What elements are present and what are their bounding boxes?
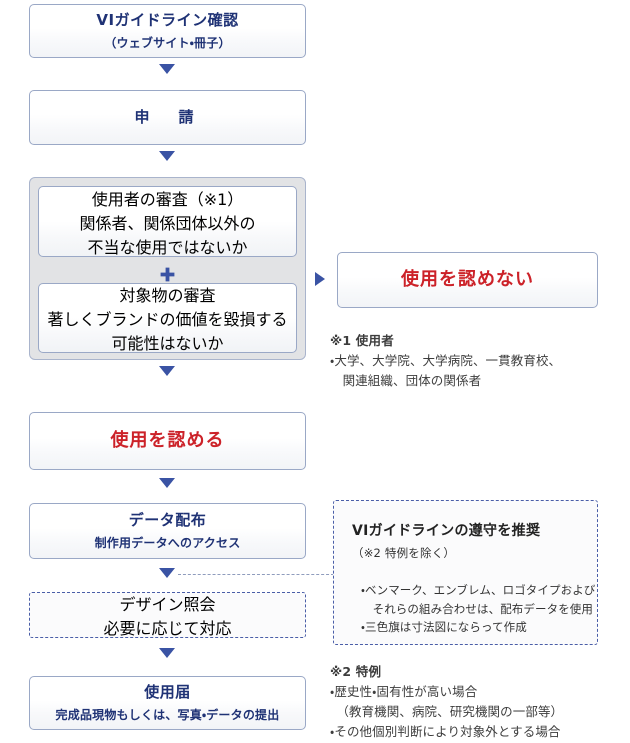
step-approve[interactable]: 使用を認める bbox=[29, 412, 306, 470]
step-vi-guideline-check[interactable]: VIガイドライン確認 （ウェブサイト・冊子） bbox=[29, 4, 306, 58]
plus-icon bbox=[30, 263, 305, 283]
step-title: 使用を認める bbox=[110, 429, 225, 451]
note-1-line: ・大学、大学院、大学病院、一貫教育校、 bbox=[330, 352, 562, 368]
note-2-title: ※2 特例 bbox=[330, 664, 382, 679]
review-object-line2: 可能性はないか bbox=[111, 334, 224, 353]
step-design-review[interactable]: デザイン照会 必要に応じて対応 bbox=[29, 592, 306, 638]
compliance-panel-line: ・ベンマーク、エンブレム、ロゴタイプおよび bbox=[361, 583, 596, 597]
arrow-down-icon bbox=[159, 151, 175, 161]
note-1: ※1 使用者 ・大学、大学院、大学病院、一貫教育校、 関連組織、団体の関係者 bbox=[330, 332, 620, 391]
note-2-line: （教育機関、病院、研究機関の一部等） bbox=[330, 704, 564, 719]
note-2-line: ・その他個別判断により対象外とする場合 bbox=[330, 724, 561, 740]
note-1-title: ※1 使用者 bbox=[330, 333, 394, 348]
step-title: デザイン照会 bbox=[119, 595, 216, 614]
arrow-down-icon bbox=[159, 64, 175, 74]
step-application[interactable]: 申 請 bbox=[29, 90, 306, 145]
dotted-connector bbox=[178, 574, 334, 575]
arrow-down-icon bbox=[159, 568, 175, 578]
step-title: 使用届 bbox=[144, 683, 191, 702]
review-user-title-note: （※1） bbox=[187, 189, 244, 209]
review-user-title-text: 使用者の審査 bbox=[91, 189, 188, 209]
arrow-down-icon bbox=[159, 478, 175, 488]
note-2: ※2 特例 ・歴史性・固有性が高い場合 （教育機関、病院、研究機関の一部等） ・… bbox=[330, 663, 625, 743]
step-subtitle: 制作用データへのアクセス bbox=[94, 535, 241, 550]
review-user-title: 使用者の審査（※1） bbox=[92, 186, 244, 210]
step-title: VIガイドライン確認 bbox=[96, 11, 239, 30]
compliance-panel: VIガイドラインの遵守を推奨 （※2 特例を除く） ・ベンマーク、エンブレム、ロ… bbox=[333, 500, 598, 645]
review-object-line1: 著しくブランドの価値を毀損する bbox=[47, 310, 288, 329]
review-user-line2: 不当な使用ではないか bbox=[87, 237, 248, 257]
arrow-down-icon bbox=[159, 648, 175, 658]
review-object-title: 対象物の審査 bbox=[119, 286, 216, 305]
step-title: データ配布 bbox=[128, 511, 207, 530]
step-subtitle: 完成品現物もしくは、写真・データの提出 bbox=[55, 707, 280, 722]
compliance-panel-subtitle: （※2 特例を除く） bbox=[352, 546, 456, 560]
step-subtitle: （ウェブサイト・冊子） bbox=[104, 35, 231, 50]
step-usage-report[interactable]: 使用届 完成品現物もしくは、写真・データの提出 bbox=[29, 676, 306, 730]
arrow-right-icon bbox=[315, 272, 325, 286]
review-user[interactable]: 使用者の審査（※1） 関係者、関係団体以外の 不当な使用ではないか bbox=[38, 186, 297, 257]
compliance-panel-line: それらの組み合わせは、配布データを使用 bbox=[361, 601, 593, 616]
step-data-distribution[interactable]: データ配布 制作用データへのアクセス bbox=[29, 503, 306, 559]
step-subtitle: 必要に応じて対応 bbox=[103, 619, 232, 638]
review-object[interactable]: 対象物の審査 著しくブランドの価値を毀損する 可能性はないか bbox=[38, 283, 297, 353]
step-title: 申 請 bbox=[134, 108, 201, 127]
note-1-line: 関連組織、団体の関係者 bbox=[330, 373, 482, 388]
review-group: 使用者の審査（※1） 関係者、関係団体以外の 不当な使用ではないか 対象物の審査… bbox=[29, 177, 306, 360]
arrow-down-icon bbox=[159, 366, 175, 376]
note-2-line: ・歴史性・固有性が高い場合 bbox=[330, 683, 478, 699]
compliance-panel-title: VIガイドラインの遵守を推奨 bbox=[352, 523, 541, 539]
review-user-line1: 関係者、関係団体以外の bbox=[79, 213, 256, 233]
step-title: 使用を認めない bbox=[401, 268, 534, 290]
compliance-panel-line: ・三色旗は寸法図にならって作成 bbox=[361, 620, 527, 635]
step-reject[interactable]: 使用を認めない bbox=[337, 252, 598, 308]
